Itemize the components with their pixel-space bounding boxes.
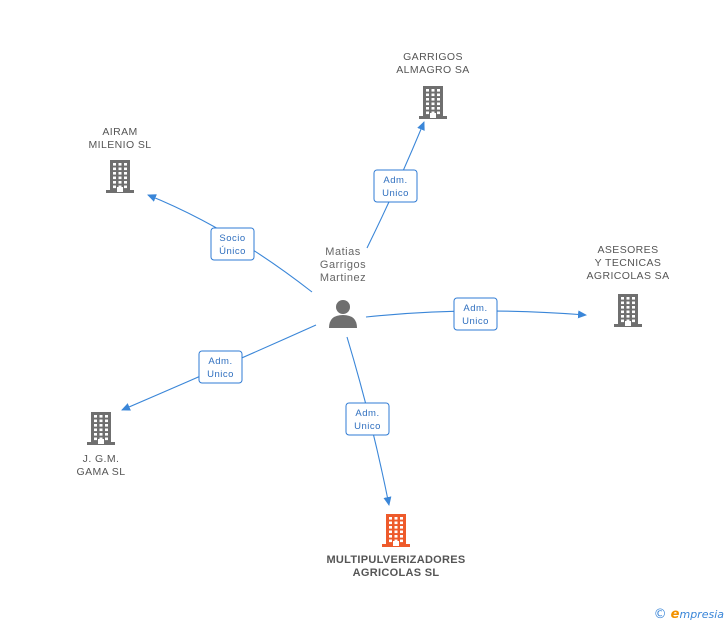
company-name-line[interactable]: MULTIPULVERIZADORES (326, 554, 465, 566)
relationship-label-line: Único (219, 246, 246, 257)
building-icon[interactable] (382, 514, 410, 547)
relationship-label[interactable]: Adm. Unico (453, 297, 498, 331)
relationship-label[interactable]: Adm. Unico (198, 350, 243, 384)
brand-footer[interactable]: ©empresia (654, 607, 724, 622)
company-name-line[interactable]: ASESORES (598, 244, 659, 256)
edges-layer (121, 121, 587, 506)
brand-logo-initial: e (670, 607, 680, 622)
relationship-label[interactable]: Adm. Unico (373, 169, 418, 203)
company-name-line[interactable]: AGRICOLAS SL (353, 567, 440, 579)
relationship-label-line: Unico (207, 369, 234, 380)
copyright-symbol: © (653, 607, 667, 622)
brand-logo-text: mpresia (679, 608, 724, 621)
company-name-line[interactable]: GARRIGOS (403, 51, 463, 63)
company-name-line[interactable]: AIRAM (102, 126, 137, 138)
relationship-label-line: Adm. (383, 175, 407, 186)
company-name-line[interactable]: MILENIO SL (89, 139, 152, 151)
relationship-label-line: Unico (382, 188, 409, 199)
relationship-label-line: Unico (462, 316, 489, 327)
building-icon[interactable] (106, 160, 134, 193)
relationship-label[interactable]: Adm. Unico (345, 402, 390, 436)
relationship-label-line: Unico (354, 421, 381, 432)
company-name-line[interactable]: ALMAGRO SA (396, 64, 469, 76)
relationship-label-line: Adm. (208, 356, 232, 367)
company-name-line[interactable]: GAMA SL (77, 466, 126, 478)
relationship-label-line: Adm. (355, 408, 379, 419)
relationship-label-line: Socio (219, 233, 245, 244)
building-icon[interactable] (419, 86, 447, 119)
person-name-line: Matias (325, 246, 360, 258)
building-icon[interactable] (87, 412, 115, 445)
company-name-line[interactable]: J. G.M. (83, 453, 120, 465)
company-name-line[interactable]: AGRICOLAS SA (587, 270, 670, 282)
person-icon[interactable] (329, 300, 357, 328)
edge-labels-layer: Adm.UnicoSocioÚnicoAdm.UnicoAdm.UnicoAdm… (198, 169, 498, 436)
building-icon[interactable] (614, 294, 642, 327)
person-name-line: Garrigos (320, 259, 366, 271)
person-name-line: Martinez (320, 272, 366, 284)
company-name-line[interactable]: Y TECNICAS (595, 257, 662, 269)
relationship-label-line: Adm. (463, 303, 487, 314)
